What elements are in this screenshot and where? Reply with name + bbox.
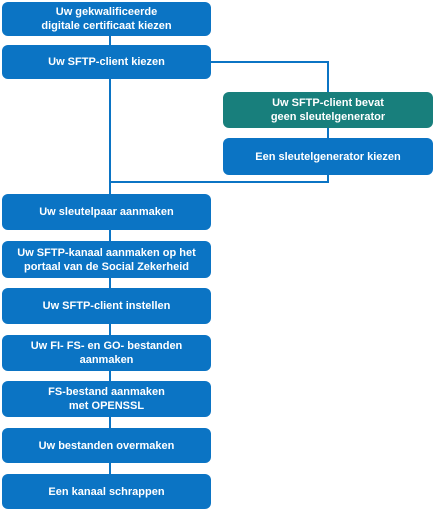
step-label: Een sleutelgenerator kiezen xyxy=(255,150,401,163)
branch-out-line xyxy=(210,61,329,92)
step-label: Uw SFTP-kanaal aanmaken op het portaal v… xyxy=(17,246,196,273)
step-label: Een kanaal schrappen xyxy=(48,485,165,498)
step-create-keypair[interactable]: Uw sleutelpaar aanmaken xyxy=(2,194,211,230)
step-label: Uw bestanden overmaken xyxy=(38,439,175,452)
branch-return-line xyxy=(110,175,329,183)
step-label: FS-bestand aanmaken met OPENSSL xyxy=(48,386,165,412)
step-choose-key-generator[interactable]: Een sleutelgenerator kiezen xyxy=(223,138,433,175)
step-transfer-files[interactable]: Uw bestanden overmaken xyxy=(2,428,211,463)
step-configure-sftp-client[interactable]: Uw SFTP-client instellen xyxy=(2,288,211,324)
step-choose-sftp-client[interactable]: Uw SFTP-client kiezen xyxy=(2,45,211,79)
step-delete-channel[interactable]: Een kanaal schrappen xyxy=(2,474,211,509)
step-label: Uw gekwalificeerde digitale certificaat … xyxy=(41,6,172,32)
step-label: Uw SFTP-client instellen xyxy=(42,300,171,312)
condition-no-key-generator[interactable]: Uw SFTP-client bevat geen sleutelgenerat… xyxy=(223,92,433,128)
condition-label: Uw SFTP-client bevat geen sleutelgenerat… xyxy=(270,97,386,123)
step-create-files[interactable]: Uw FI- FS- en GO- bestanden aanmaken xyxy=(2,335,211,371)
step-label: Uw FI- FS- en GO- bestanden aanmaken xyxy=(30,340,183,366)
step-create-sftp-channel[interactable]: Uw SFTP-kanaal aanmaken op het portaal v… xyxy=(2,241,211,278)
step-create-fs-openssl[interactable]: FS-bestand aanmaken met OPENSSL xyxy=(2,381,211,417)
step-choose-certificate[interactable]: Uw gekwalificeerde digitale certificaat … xyxy=(2,2,211,36)
step-label: Uw SFTP-client kiezen xyxy=(48,56,165,68)
step-label: Uw sleutelpaar aanmaken xyxy=(39,206,174,218)
